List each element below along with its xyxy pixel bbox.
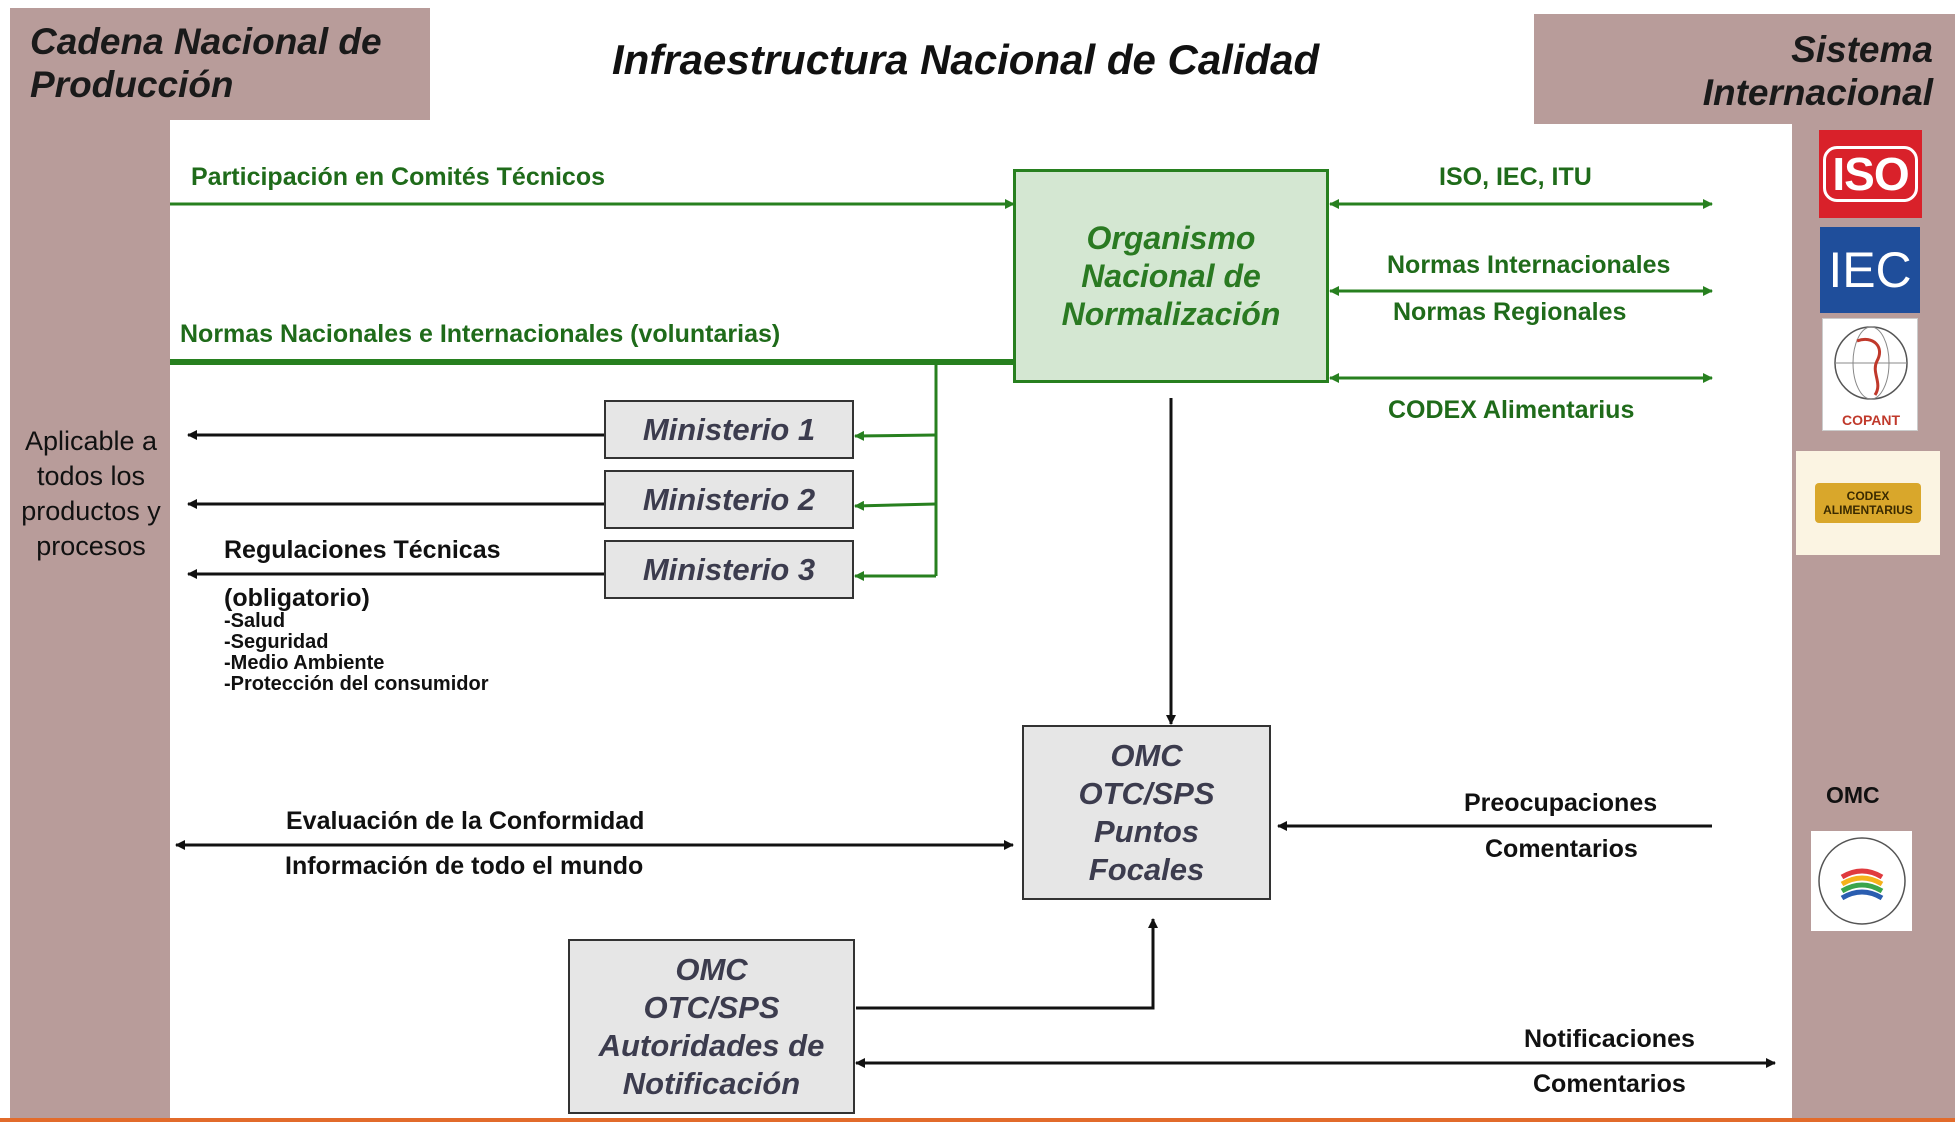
national-body-line-1: Organismo: [1086, 220, 1256, 256]
left-header-line-2: Producción: [30, 64, 234, 105]
green-connectors: [170, 199, 1713, 581]
iso-logo-text: ISO: [1823, 146, 1918, 202]
concerns-label: Preocupaciones: [1464, 789, 1658, 817]
codex-logo-line-1: CODEX: [1846, 489, 1890, 503]
ministry-feed-2: [854, 500, 937, 511]
authorities-to-focal: [856, 918, 1158, 1010]
copant-logo-text: COPANT: [1841, 412, 1901, 428]
iso-logo: ISO: [1819, 130, 1922, 218]
participation-label: Participación en Comités Técnicos: [191, 163, 606, 191]
technical-regulations-label: Regulaciones Técnicas: [224, 536, 501, 564]
comments-label-2: Comentarios: [1533, 1070, 1686, 1098]
iec-logo-text: IEC: [1828, 242, 1912, 298]
copant-logo: COPANT: [1822, 318, 1918, 431]
national-standards-label: Normas Nacionales e Internacionales (vol…: [180, 320, 781, 348]
copant-globe-icon: [1834, 326, 1908, 400]
focal-line-2: OTC/SPS: [1078, 775, 1215, 811]
authorities-line-1: OMC: [675, 951, 748, 987]
national-body-line-2: Nacional de: [1081, 258, 1261, 294]
regulation-item: -Seguridad: [224, 631, 329, 653]
right-header-line-2: Internacional: [1702, 72, 1933, 113]
world-info-label: Información de todo el mundo: [285, 852, 644, 880]
mandatory-label: (obligatorio): [224, 584, 370, 612]
ministry-2-box: Ministerio 2: [604, 470, 854, 529]
bottom-rule: [0, 1118, 1955, 1122]
wto-emblem-icon: [1817, 837, 1906, 925]
right-header-panel: [1534, 14, 1955, 124]
regulation-item: -Medio Ambiente: [224, 652, 385, 674]
national-standards-body: Organismo Nacional de Normalización: [1013, 169, 1329, 383]
focal-line-1: OMC: [1110, 737, 1183, 773]
applicable-line-2: todos los: [36, 461, 146, 491]
iec-logo: IEC: [1820, 227, 1920, 313]
authorities-line-2: OTC/SPS: [643, 989, 780, 1025]
wto-logo: [1811, 831, 1912, 931]
left-header-title: Cadena Nacional de Producción: [30, 20, 382, 106]
applicable-text: Aplicable a todos los productos y proces…: [10, 424, 172, 564]
focal-points-box: OMC OTC/SPS Puntos Focales: [1022, 725, 1271, 900]
focal-line-3: Puntos: [1093, 813, 1200, 849]
notifications-label: Notificaciones: [1524, 1025, 1695, 1053]
applicable-line-4: procesos: [36, 531, 146, 561]
international-standards-label: Normas Internacionales: [1387, 251, 1671, 279]
ministry-feed-1: [854, 430, 937, 441]
left-header-line-1: Cadena Nacional de: [30, 21, 382, 62]
right-header-title: Sistema Internacional: [1703, 28, 1933, 114]
comments-label-1: Comentarios: [1485, 835, 1638, 863]
page-title: Infraestructura Nacional de Calidad: [612, 36, 1320, 83]
authorities-line-4: Notificación: [622, 1065, 801, 1101]
notification-authorities-box: OMC OTC/SPS Autoridades de Notificación: [568, 939, 855, 1114]
ministry-3-box: Ministerio 3: [604, 540, 854, 599]
authorities-line-3: Autoridades de: [598, 1027, 825, 1063]
left-sidebar: [10, 120, 170, 1122]
black-connectors: [175, 398, 1776, 1068]
codex-emblem: CODEX ALIMENTARIUS: [1815, 483, 1921, 523]
iso-iec-itu-label: ISO, IEC, ITU: [1439, 163, 1592, 191]
left-header-panel: [10, 8, 430, 120]
codex-alimentarius-logo: CODEX ALIMENTARIUS: [1796, 451, 1940, 555]
focal-line-4: Focales: [1088, 851, 1205, 887]
regional-standards-label: Normas Regionales: [1393, 298, 1627, 326]
national-body-line-3: Normalización: [1061, 296, 1281, 332]
applicable-line-3: productos y: [21, 496, 161, 526]
regulation-item: -Salud: [224, 610, 286, 632]
applicable-line-1: Aplicable a: [24, 426, 158, 456]
regulation-list: -Salud -Seguridad -Medio Ambiente -Prote…: [224, 611, 488, 695]
conformity-label: Evaluación de la Conformidad: [286, 807, 645, 835]
codex-label: CODEX Alimentarius: [1388, 396, 1635, 424]
right-header-line-1: Sistema: [1791, 29, 1933, 70]
ministry-1-box: Ministerio 1: [604, 400, 854, 459]
codex-logo-line-2: ALIMENTARIUS: [1823, 503, 1913, 517]
regulation-item: -Protección del consumidor: [224, 673, 489, 695]
omc-label: OMC: [1826, 782, 1880, 808]
